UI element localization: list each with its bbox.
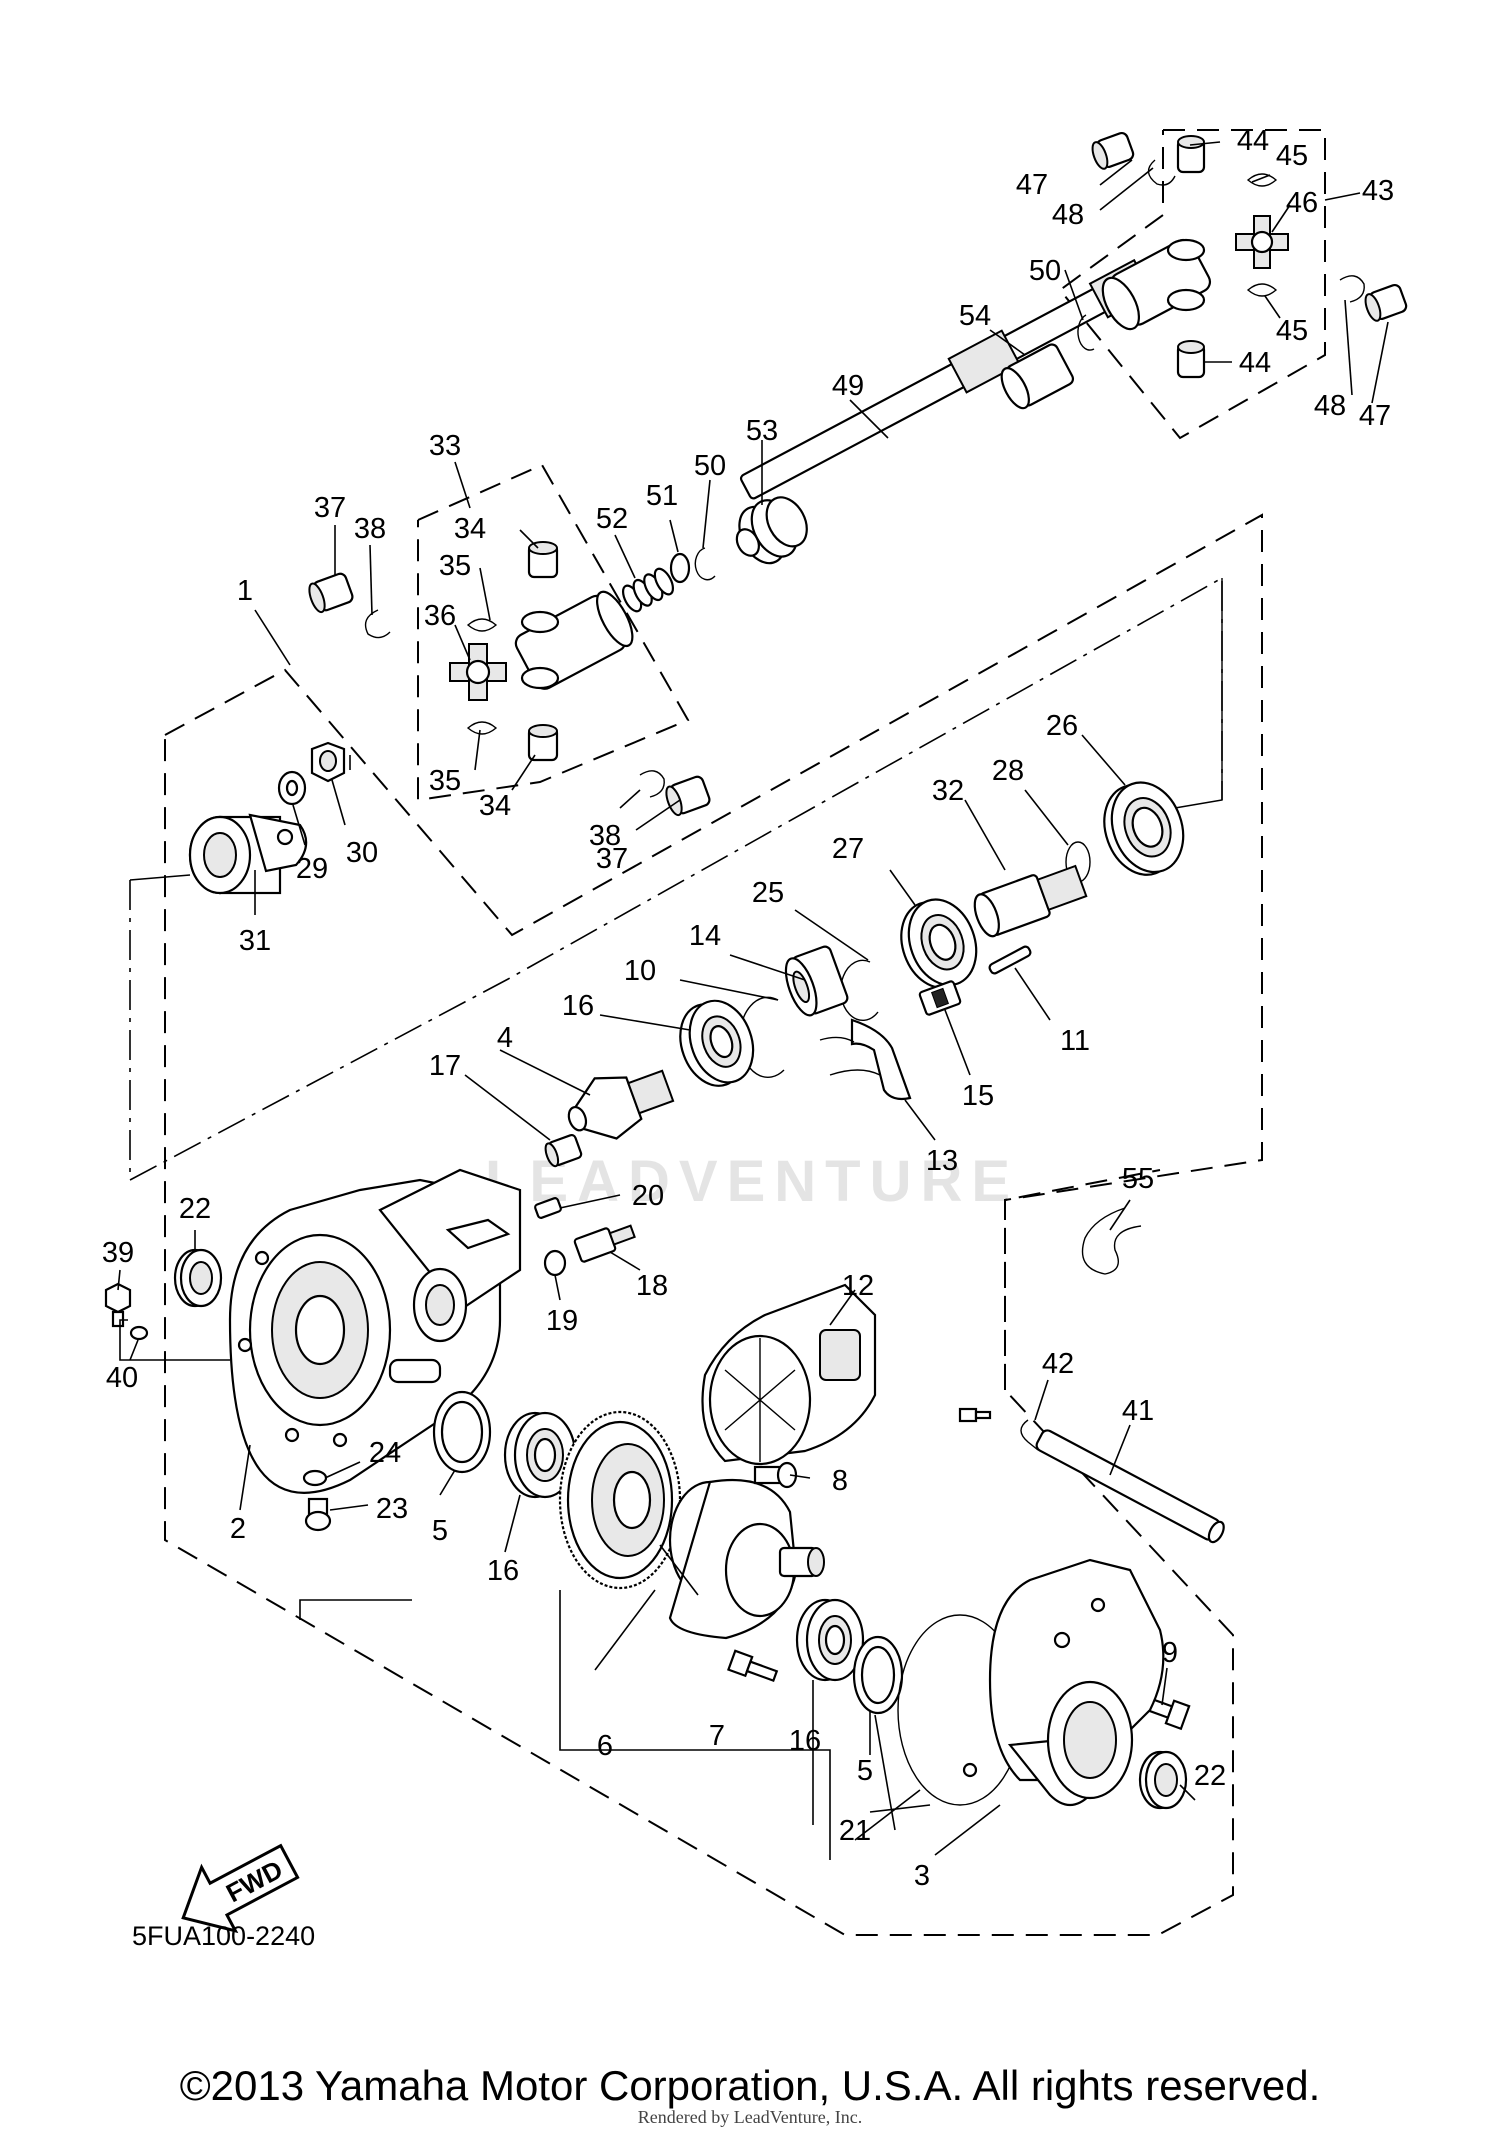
callout-54: 54 [959, 300, 991, 332]
assembly-boundaries [129, 129, 1361, 1936]
callout-4: 4 [497, 1022, 513, 1054]
callout-55: 55 [1122, 1163, 1154, 1195]
callout-27: 27 [832, 833, 864, 865]
rendered-by-credit: Rendered by LeadVenture, Inc. [637, 2107, 863, 2127]
callout-50: 50 [1029, 255, 1061, 287]
callout-43: 43 [1362, 175, 1394, 207]
callout-45: 45 [1276, 140, 1308, 172]
callout-10: 10 [624, 955, 656, 987]
callout-8: 8 [832, 1465, 848, 1497]
callout-20: 20 [632, 1180, 664, 1212]
exploded-parts-diagram: FWD 5FUA100-2240 47 48 44 45 46 43 50 54… [102, 125, 1408, 1951]
callout-40: 40 [106, 1362, 138, 1394]
callout-12: 12 [842, 1270, 874, 1302]
callout-3: 3 [914, 1860, 930, 1892]
callout-9: 9 [1162, 1637, 1178, 1669]
callout-17: 17 [429, 1050, 461, 1082]
diagram-code: 5FUA100-2240 [132, 1921, 315, 1951]
drive-shaft [739, 258, 1154, 500]
callout-48: 48 [1314, 390, 1346, 422]
callout-50: 50 [694, 450, 726, 482]
callout-47: 47 [1359, 400, 1391, 432]
callout-18: 18 [636, 1270, 668, 1302]
callout-16: 16 [487, 1555, 519, 1587]
callout-1: 1 [237, 575, 253, 607]
actuator [701, 1283, 877, 1466]
callout-11: 11 [1060, 1025, 1090, 1057]
callout-23: 23 [376, 1493, 408, 1525]
callout-5: 5 [432, 1515, 448, 1547]
callout-13: 13 [926, 1145, 958, 1177]
callout-25: 25 [752, 877, 784, 909]
callout-53: 53 [746, 415, 778, 447]
callout-26: 26 [1046, 710, 1078, 742]
callout-31: 31 [239, 925, 271, 957]
callout-36: 36 [424, 600, 456, 632]
callout-7: 7 [709, 1720, 725, 1752]
callout-labels: 47 48 44 45 46 43 50 54 45 44 48 47 49 5… [102, 125, 1394, 1892]
callout-21: 21 [839, 1815, 871, 1847]
callout-22: 22 [1194, 1760, 1226, 1792]
rear-housing [962, 1558, 1165, 1807]
callout-41: 41 [1122, 1395, 1154, 1427]
callout-44: 44 [1237, 125, 1269, 157]
callout-34: 34 [479, 790, 511, 822]
callout-28: 28 [992, 755, 1024, 787]
callout-34: 34 [454, 513, 486, 545]
callout-48: 48 [1052, 199, 1084, 231]
callout-14: 14 [689, 920, 721, 952]
callout-19: 19 [546, 1305, 578, 1337]
callout-15: 15 [962, 1080, 994, 1112]
callout-49: 49 [832, 370, 864, 402]
part-graphics [104, 131, 1408, 1810]
callout-37: 37 [314, 492, 346, 524]
leader-lines [117, 141, 1389, 1860]
callout-38: 38 [589, 820, 621, 852]
callout-16: 16 [789, 1725, 821, 1757]
copyright-notice: ©2013 Yamaha Motor Corporation, U.S.A. A… [179, 2062, 1321, 2109]
callout-38: 38 [354, 513, 386, 545]
callout-44: 44 [1239, 347, 1271, 379]
callout-37: 37 [596, 843, 628, 875]
callout-42: 42 [1042, 1348, 1074, 1380]
callout-35: 35 [429, 765, 461, 797]
callout-6: 6 [597, 1730, 613, 1762]
callout-2: 2 [230, 1513, 246, 1545]
callout-5: 5 [857, 1755, 873, 1787]
callout-45: 45 [1276, 315, 1308, 347]
callout-46: 46 [1286, 187, 1318, 219]
callout-24: 24 [369, 1437, 401, 1469]
callout-47: 47 [1016, 169, 1048, 201]
callout-33: 33 [429, 430, 461, 462]
callout-29: 29 [296, 853, 328, 885]
front-housing [228, 1168, 522, 1494]
callout-39: 39 [102, 1237, 134, 1269]
callout-51: 51 [646, 480, 678, 512]
callout-16: 16 [562, 990, 594, 1022]
callout-32: 32 [932, 775, 964, 807]
callout-30: 30 [346, 837, 378, 869]
callout-22: 22 [179, 1193, 211, 1225]
callout-52: 52 [596, 503, 628, 535]
callout-35: 35 [439, 550, 471, 582]
